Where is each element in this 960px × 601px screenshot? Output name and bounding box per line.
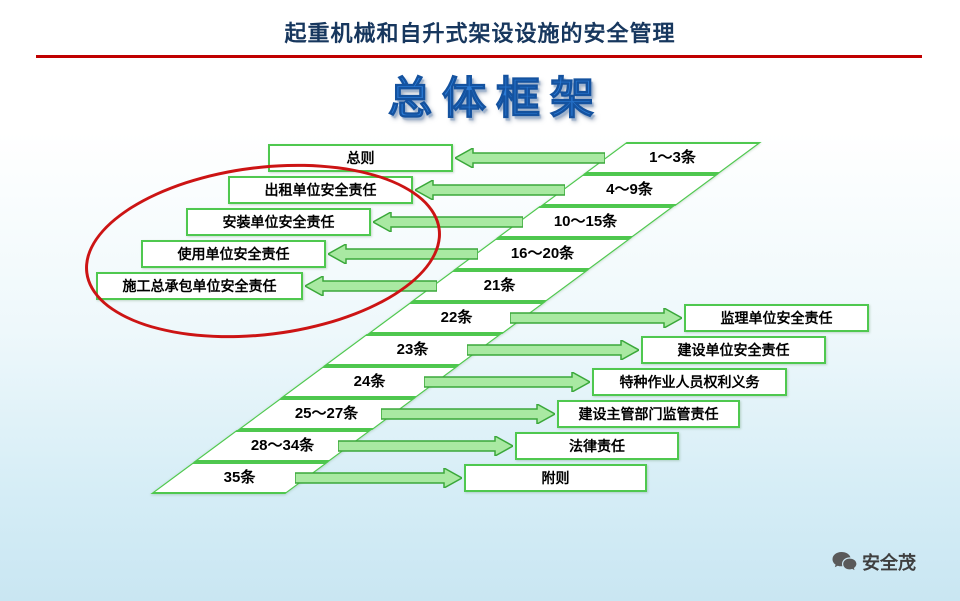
article-label: 23条	[396, 341, 429, 358]
right-arrow-icon	[510, 308, 682, 328]
article-cell: 35条	[172, 462, 307, 494]
right-item-label: 监理单位安全责任	[720, 310, 833, 326]
right-arrow-icon	[467, 340, 639, 360]
left-arrow-icon	[305, 276, 437, 296]
article-label: 10～15条	[553, 213, 618, 230]
article-label: 35条	[223, 469, 256, 486]
right-item-label: 建设单位安全责任	[677, 342, 790, 358]
watermark: 安全茂	[831, 549, 916, 575]
right-item-box: 建设主管部门监管责任	[557, 400, 740, 428]
article-label: 16～20条	[510, 245, 575, 262]
article-label: 24条	[353, 373, 386, 390]
article-label: 1～3条	[649, 149, 696, 166]
article-cell: 22条	[389, 302, 524, 334]
left-arrow-icon	[455, 148, 605, 168]
article-cell: 4～9条	[562, 174, 697, 206]
left-item-label: 总则	[346, 150, 375, 166]
left-item-box: 安装单位安全责任	[186, 208, 371, 236]
watermark-text: 安全茂	[862, 553, 916, 573]
article-label: 21条	[483, 277, 516, 294]
wechat-logo-icon	[832, 552, 857, 571]
left-arrow-icon	[373, 212, 523, 232]
left-arrow-icon	[415, 180, 565, 200]
right-arrow-icon	[295, 468, 462, 488]
article-label: 4～9条	[606, 181, 653, 198]
article-label: 28～34条	[250, 437, 315, 454]
article-cell: 25～27条	[259, 398, 394, 430]
right-arrow-icon	[381, 404, 555, 424]
left-item-label: 出租单位安全责任	[264, 182, 377, 198]
left-item-label: 安装单位安全责任	[222, 214, 335, 230]
right-arrow-icon	[424, 372, 590, 392]
right-item-box: 特种作业人员权利义务	[592, 368, 787, 396]
article-cell: 24条	[302, 366, 437, 398]
right-item-box: 法律责任	[515, 432, 679, 460]
left-item-box: 使用单位安全责任	[141, 240, 326, 268]
left-item-box: 施工总承包单位安全责任	[96, 272, 303, 300]
article-cell: 10～15条	[518, 206, 653, 238]
left-arrow-icon	[328, 244, 478, 264]
article-cell: 28～34条	[215, 430, 350, 462]
right-arrow-icon	[338, 436, 513, 456]
title-divider	[36, 55, 922, 58]
right-item-label: 特种作业人员权利义务	[619, 374, 760, 390]
left-item-label: 施工总承包单位安全责任	[122, 278, 277, 294]
article-cell: 16～20条	[475, 238, 610, 270]
article-label: 22条	[440, 309, 473, 326]
right-item-box: 建设单位安全责任	[641, 336, 826, 364]
article-cell: 21条	[432, 270, 567, 302]
article-cell: 23条	[345, 334, 480, 366]
left-item-label: 使用单位安全责任	[177, 246, 290, 262]
right-item-box: 附则	[464, 464, 647, 492]
left-item-box: 出租单位安全责任	[228, 176, 413, 204]
right-item-label: 附则	[541, 470, 570, 486]
article-cell: 1～3条	[605, 142, 740, 174]
right-item-box: 监理单位安全责任	[684, 304, 869, 332]
page-title: 起重机械和自升式架设设施的安全管理	[284, 21, 676, 46]
right-item-label: 法律责任	[569, 438, 625, 454]
article-label: 25～27条	[294, 405, 359, 422]
slide-subtitle: 总体框架	[388, 74, 604, 124]
right-item-label: 建设主管部门监管责任	[578, 406, 719, 422]
left-item-box: 总则	[268, 144, 453, 172]
